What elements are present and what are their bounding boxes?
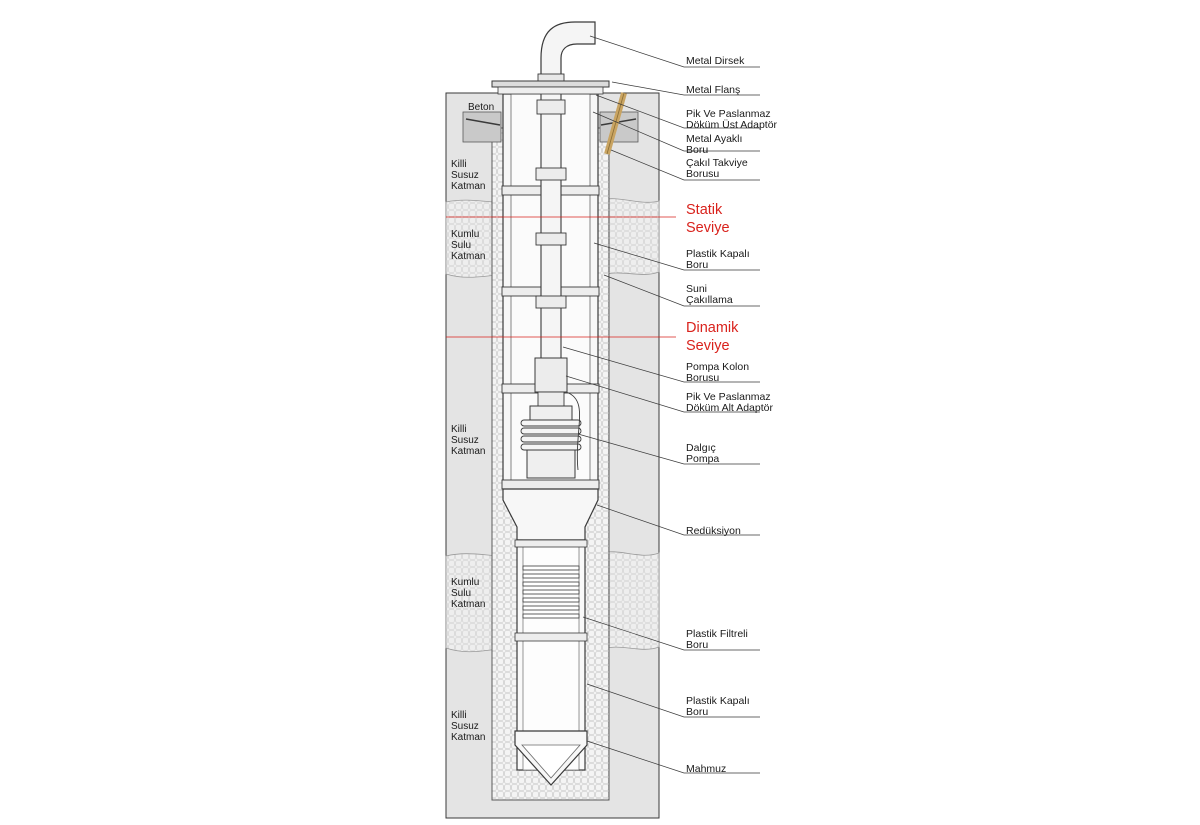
callout-artificial-gravel: Suni Çakıllama	[686, 283, 733, 306]
static-level-label: Statik Seviye	[686, 202, 730, 236]
pump-column-pipe	[534, 79, 568, 407]
svg-text:Killi: Killi	[451, 424, 467, 435]
svg-text:Susuz: Susuz	[451, 721, 479, 732]
svg-text:Metal Dirsek: Metal Dirsek	[686, 55, 745, 67]
callout-closed-pipe-upper: Plastik Kapalı Boru	[686, 248, 750, 271]
layer-label-5: Killi Susuz Katman	[451, 710, 485, 743]
svg-text:Pik Ve Paslanmaz: Pik Ve Paslanmaz	[686, 391, 771, 403]
layer-label-2: Kumlu Sulu Katman	[451, 229, 485, 262]
dynamic-level-label: Dinamik Seviye	[686, 320, 739, 354]
svg-text:Boru: Boru	[686, 639, 708, 651]
layer-label-4: Kumlu Sulu Katman	[451, 577, 485, 610]
svg-text:Redüksiyon: Redüksiyon	[686, 525, 741, 537]
svg-text:Sulu: Sulu	[451, 588, 471, 599]
svg-text:Pompa: Pompa	[686, 453, 719, 465]
svg-text:Borusu: Borusu	[686, 168, 719, 180]
callout-filter-pipe: Plastik Filtreli Boru	[686, 628, 748, 651]
svg-text:Susuz: Susuz	[451, 170, 479, 181]
svg-text:Çakıl Takviye: Çakıl Takviye	[686, 157, 748, 169]
svg-text:Suni: Suni	[686, 283, 707, 295]
metal-elbow	[537, 21, 596, 85]
svg-text:Sulu: Sulu	[451, 240, 471, 251]
callout-metal-elbow: Metal Dirsek	[686, 55, 745, 67]
leader-lines	[562, 35, 760, 774]
metal-flange	[491, 80, 610, 95]
concrete-block-left	[462, 111, 502, 143]
svg-text:Metal Flanş: Metal Flanş	[686, 84, 740, 96]
svg-text:Boru: Boru	[686, 144, 708, 156]
svg-text:Katman: Katman	[451, 446, 485, 457]
layer-label-3: Killi Susuz Katman	[451, 424, 485, 457]
svg-text:Dinamik: Dinamik	[686, 320, 739, 336]
svg-text:Killi: Killi	[451, 159, 467, 170]
callout-pump-column: Pompa Kolon Borusu	[686, 361, 749, 384]
callout-metal-flange: Metal Flanş	[686, 84, 740, 96]
callout-upper-adaptor: Pik Ve Paslanmaz Döküm Üst Adaptör	[686, 108, 778, 131]
gravel-reinforcement-tube	[604, 92, 627, 155]
svg-text:Mahmuz: Mahmuz	[686, 763, 726, 775]
svg-text:Plastik Kapalı: Plastik Kapalı	[686, 248, 750, 260]
callout-reducer: Redüksiyon	[686, 525, 741, 537]
svg-text:Metal Ayaklı: Metal Ayaklı	[686, 133, 742, 145]
drive-shoe	[514, 730, 588, 786]
svg-text:Dalgıç: Dalgıç	[686, 442, 716, 454]
svg-text:Borusu: Borusu	[686, 372, 719, 384]
layer-label-1: Killi Susuz Katman	[451, 159, 485, 192]
concrete-label: Beton	[468, 102, 494, 113]
svg-text:Plastik Filtreli: Plastik Filtreli	[686, 628, 748, 640]
svg-text:Döküm Üst Adaptör: Döküm Üst Adaptör	[686, 119, 778, 131]
svg-text:Seviye: Seviye	[686, 338, 730, 354]
svg-text:Susuz: Susuz	[451, 435, 479, 446]
svg-text:Çakıllama: Çakıllama	[686, 294, 733, 306]
submersible-pump	[520, 391, 582, 479]
svg-text:Katman: Katman	[451, 251, 485, 262]
callout-gravel-tube: Çakıl Takviye Borusu	[686, 157, 748, 180]
svg-text:Killi: Killi	[451, 710, 467, 721]
svg-text:Boru: Boru	[686, 706, 708, 718]
callout-closed-pipe-lower: Plastik Kapalı Boru	[686, 695, 750, 718]
svg-text:Statik: Statik	[686, 202, 723, 218]
callout-metal-legged-pipe: Metal Ayaklı Boru	[686, 133, 742, 156]
svg-text:Döküm Alt Adaptör: Döküm Alt Adaptör	[686, 402, 773, 414]
reducer	[502, 488, 599, 541]
svg-text:Pompa Kolon: Pompa Kolon	[686, 361, 749, 373]
callout-submersible-pump: Dalgıç Pompa	[686, 442, 719, 465]
svg-text:Katman: Katman	[451, 732, 485, 743]
svg-text:Seviye: Seviye	[686, 220, 730, 236]
svg-text:Kumlu: Kumlu	[451, 229, 479, 240]
svg-text:Kumlu: Kumlu	[451, 577, 479, 588]
svg-text:Pik Ve Paslanmaz: Pik Ve Paslanmaz	[686, 108, 771, 120]
svg-text:Katman: Katman	[451, 599, 485, 610]
svg-text:Katman: Katman	[451, 181, 485, 192]
svg-text:Plastik Kapalı: Plastik Kapalı	[686, 695, 750, 707]
callout-lower-adaptor: Pik Ve Paslanmaz Döküm Alt Adaptör	[686, 391, 773, 414]
svg-text:Boru: Boru	[686, 259, 708, 271]
callout-drive-shoe: Mahmuz	[686, 763, 726, 775]
filter-slots	[522, 565, 580, 619]
